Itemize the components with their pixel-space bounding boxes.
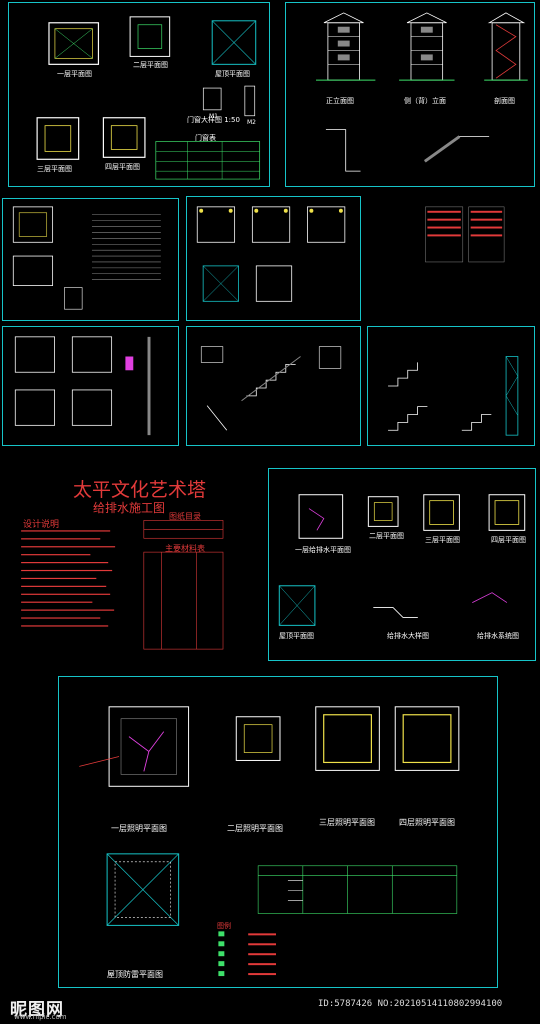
plumbing-subtitle: 给排水施工图 [93,501,166,515]
label-door-window-table: 门窗表 [195,134,216,142]
sheet-structural-4 [2,326,179,446]
sheet-lighting: 一层照明平面图 二层照明平面图 三层照明平面图 四层照明平面图 屋顶防雷平面图 … [58,676,498,988]
label-plumbing-floor4: 四层平面图 [491,536,526,544]
materials-heading: 主要材料表 [165,544,205,553]
label-front-elevation: 正立面图 [326,97,354,105]
label-side-elevation: 侧（背）立面 [404,97,446,105]
sheet-structural-2 [186,196,361,321]
lighting-drawing [79,706,460,977]
label-roof-lightning: 屋顶防雷平面图 [107,970,163,979]
sheet-structural-1 [2,198,179,321]
sheet-architectural-plans: 一层平面图 二层平面图 屋顶平面图 三层平面图 四层平面图 门窗表 门窗大样图 … [8,2,270,187]
sheet-stair-details-1 [186,326,361,446]
sheet-plumbing-plans: 一层给排水平面图 二层平面图 三层平面图 四层平面图 屋顶平面图 给排水大样图 … [268,468,536,661]
label-plumbing-roof: 屋顶平面图 [279,632,314,640]
label-floor1-plan: 一层平面图 [57,70,92,78]
structural-3-tables [425,206,505,263]
watermark-footer [0,990,540,1024]
sheet-plumbing-cover: 太平文化艺术塔 给排水施工图 设计说明 图纸目录 主要材料表 [2,466,252,661]
label-plumbing-floor3: 三层平面图 [425,536,460,544]
sheet-structural-3 [367,198,535,321]
label-lighting-floor4: 四层照明平面图 [399,818,455,827]
site-logo: 昵图网 [10,1000,64,1020]
structural-2-drawing [196,206,346,302]
label-floor4-plan: 四层平面图 [105,163,140,171]
label-legend: 图例 [217,922,231,930]
stair-details-2-drawing [388,356,519,436]
structural-4-drawing [14,336,151,436]
label-plumbing-floor1: 一层给排水平面图 [295,546,351,554]
stair-details-1-drawing [200,346,342,431]
label-floor2-plan: 二层平面图 [133,61,168,69]
label-plumbing-floor2: 二层平面图 [369,532,404,540]
plumbing-title: 太平文化艺术塔 [73,479,207,501]
label-plumbing-system: 给排水系统图 [477,632,519,640]
label-plumbing-detail: 给排水大样图 [387,632,429,640]
drawing-index-heading: 图纸目录 [169,512,201,521]
sheet-elevations: 正立面图 侧（背）立面 剖面图 [285,2,535,187]
label-floor3-plan: 三层平面图 [37,165,72,173]
site-logo-url: www.nipic.com [14,1013,67,1021]
design-notes-heading: 设计说明 [23,520,60,530]
label-door-window-detail: 门窗大样图 1:50 [187,116,240,124]
structural-1-drawing [12,206,161,310]
image-id-text: ID:5787426 NO:20210514110802994100 [318,999,503,1009]
label-roof-plan: 屋顶平面图 [215,70,250,78]
label-m1: M1 [209,113,218,120]
label-lighting-floor1: 一层照明平面图 [111,824,167,833]
sheet-stair-details-2 [367,326,535,446]
label-m2: M2 [247,119,256,126]
plumbing-plans-drawing [278,494,526,626]
label-section: 剖面图 [494,97,515,105]
architectural-plans-drawing [36,16,261,180]
plumbing-cover-drawing [21,520,224,650]
elevations-drawing [316,12,528,172]
label-lighting-floor3: 三层照明平面图 [319,818,375,827]
label-lighting-floor2: 二层照明平面图 [227,824,283,833]
